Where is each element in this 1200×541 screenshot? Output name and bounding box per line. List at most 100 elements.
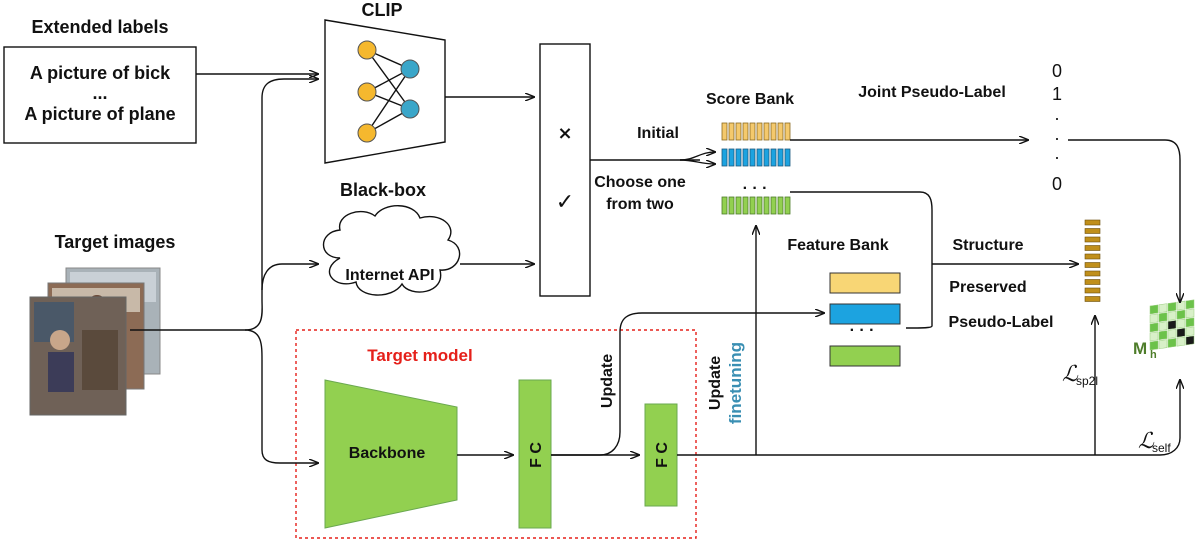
- structure-label-line3: Pseudo-Label: [949, 314, 1054, 331]
- internet-api-label: Internet API: [345, 267, 434, 284]
- joint-pseudo-label-title: Joint Pseudo-Label: [858, 84, 1006, 101]
- score-cell: [749, 148, 756, 167]
- extended-label-line1: A picture of bick: [30, 63, 171, 83]
- score-bank-dots: · · ·: [743, 180, 768, 197]
- update-label-2: Update: [707, 356, 724, 410]
- score-cell: [742, 196, 749, 215]
- target-model-title: Target model: [367, 346, 472, 365]
- score-cell: [728, 196, 735, 215]
- update-label: Update: [599, 354, 616, 408]
- fc-layer-1: [518, 379, 552, 529]
- score-row-blue: [721, 148, 791, 167]
- feature-bar-orange: [829, 272, 901, 294]
- clip-network-icon: [357, 40, 420, 143]
- joint-label-value: 0: [1052, 174, 1062, 194]
- feature-bar-blue: [829, 303, 901, 325]
- matrix-cell: [1176, 300, 1186, 311]
- structure-bar-cell: [1084, 253, 1101, 260]
- fc-layer-2-label: F C: [654, 442, 671, 468]
- extended-labels-title: Extended labels: [31, 17, 168, 37]
- matrix-mh-icon: [1149, 299, 1195, 351]
- joint-label-dot: ·: [1054, 147, 1060, 167]
- check-icon: ✓: [556, 190, 574, 215]
- score-cell: [756, 122, 763, 141]
- matrix-cell: [1185, 308, 1195, 319]
- matrix-cell: [1158, 321, 1168, 332]
- matrix-cell: [1167, 338, 1177, 348]
- score-cell: [756, 196, 763, 215]
- score-cell: [749, 196, 756, 215]
- fc-layer-2: [644, 403, 678, 507]
- feature-bank-title: Feature Bank: [787, 237, 888, 254]
- structure-bar-cell: [1084, 262, 1101, 268]
- matrix-cell: [1176, 327, 1186, 338]
- matrix-cell: [1158, 339, 1168, 350]
- initial-label: Initial: [637, 125, 679, 142]
- score-cell: [742, 122, 749, 141]
- matrix-cell: [1149, 340, 1159, 351]
- connection-lines: [130, 74, 1180, 463]
- structure-bar-cell: [1084, 236, 1101, 243]
- cross-icon: ×: [557, 123, 572, 144]
- score-cell: [784, 122, 791, 141]
- matrix-mh-symbol: M: [1133, 339, 1147, 358]
- matrix-cell: [1158, 303, 1168, 314]
- matrix-cell: [1167, 302, 1177, 312]
- backbone-label: Backbone: [349, 445, 426, 462]
- matrix-cell: [1158, 312, 1168, 323]
- score-cell: [735, 122, 742, 141]
- fc-layer-1-label: F C: [528, 442, 545, 468]
- matrix-cell: [1149, 322, 1159, 333]
- selector-box: [539, 43, 591, 297]
- structure-bar-cell: [1084, 228, 1101, 234]
- score-bank-title: Score Bank: [706, 91, 794, 108]
- structure-bar-cell: [1084, 287, 1101, 294]
- score-cell: [763, 122, 770, 141]
- blackbox-title: Black-box: [340, 180, 426, 200]
- score-cell: [756, 148, 763, 167]
- feature-bank-dots: · · ·: [850, 322, 875, 339]
- matrix-cell: [1167, 320, 1177, 330]
- score-cell: [721, 196, 728, 215]
- score-row-initial: [721, 122, 791, 141]
- joint-label-value: 0: [1052, 61, 1062, 81]
- score-cell: [770, 122, 777, 141]
- extended-label-line2: A picture of plane: [24, 104, 175, 124]
- score-cell: [777, 122, 784, 141]
- matrix-cell: [1149, 331, 1159, 342]
- cloud-icon: [323, 205, 461, 296]
- score-cell: [742, 148, 749, 167]
- matrix-cell: [1176, 318, 1186, 329]
- loss-sp2l-symbol: ℒ: [1062, 361, 1079, 386]
- matrix-cell: [1167, 311, 1177, 321]
- matrix-cell: [1185, 299, 1195, 310]
- finetuning-label: finetuning: [726, 342, 745, 424]
- score-cell: [784, 148, 791, 167]
- score-row-chosen: [721, 196, 791, 215]
- matrix-cell: [1185, 335, 1195, 346]
- loss-sp2l-subscript: sp2l: [1076, 374, 1098, 388]
- choose-label-line2: from two: [606, 196, 674, 213]
- score-cell: [735, 196, 742, 215]
- structure-bar-cell: [1084, 296, 1101, 302]
- feature-bar-green: [829, 345, 901, 367]
- joint-label-dot: ·: [1054, 128, 1060, 148]
- score-cell: [721, 122, 728, 141]
- joint-label-dot: ·: [1054, 108, 1060, 128]
- matrix-cell: [1149, 313, 1159, 324]
- matrix-mh-subscript: h: [1150, 349, 1157, 361]
- structure-bar-cell: [1084, 279, 1101, 285]
- target-images-title: Target images: [55, 232, 176, 252]
- joint-label-value: 1: [1052, 84, 1062, 104]
- clip-encoder-shape: [324, 19, 446, 164]
- structure-label-line2: Preserved: [949, 279, 1026, 296]
- matrix-cell: [1158, 330, 1168, 341]
- extended-label-ellipsis: ...: [92, 83, 107, 103]
- structure-bar-cell: [1084, 270, 1101, 277]
- clip-title: CLIP: [361, 0, 402, 20]
- score-cell: [749, 122, 756, 141]
- matrix-cell: [1185, 326, 1195, 337]
- score-cell: [721, 148, 728, 167]
- score-cell: [728, 122, 735, 141]
